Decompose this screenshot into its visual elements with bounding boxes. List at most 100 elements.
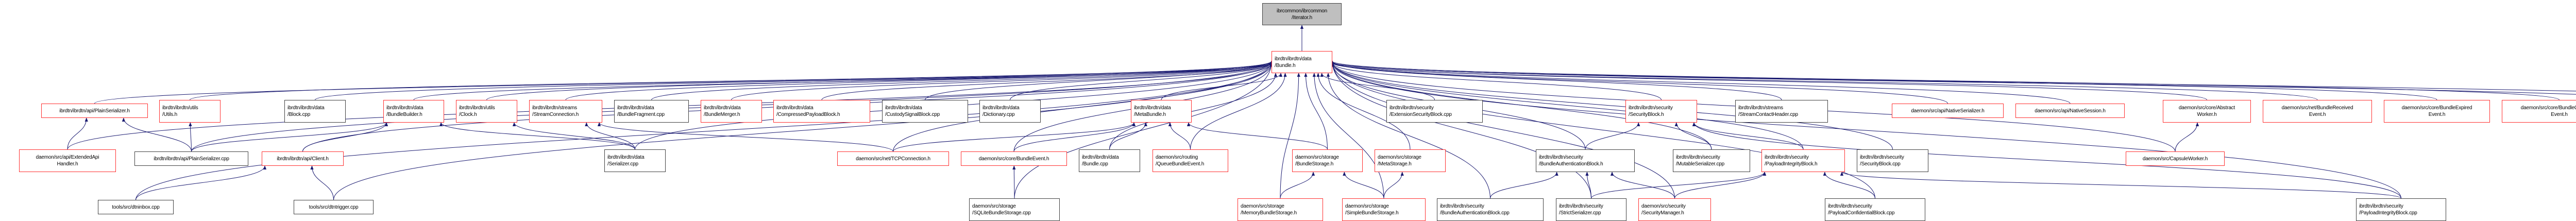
graph-node-bundle-cpp[interactable]: ibrdtn/ibrdtn/data /Bundle.cpp bbox=[1079, 149, 1140, 172]
graph-node-streamconn-h[interactable]: ibrdtn/ibrdtn/streams /StreamConnection.… bbox=[529, 100, 602, 123]
edge-extsec-cpp-to-bundle-h bbox=[1320, 73, 1435, 100]
graph-node-bundlestorage-h[interactable]: daemon/src/storage /BundleStorage.h bbox=[1292, 149, 1363, 172]
graph-node-strictser-cpp[interactable]: ibrdtn/ibrdtn/security /StrictSerializer… bbox=[1556, 198, 1626, 221]
graph-node-custody-cpp[interactable]: ibrdtn/ibrdtn/data /CustodySignalBlock.c… bbox=[882, 100, 968, 123]
edge-utils-h-to-bundle-h bbox=[190, 61, 1273, 100]
edge-simplestorage-h-to-metastorage-h bbox=[1383, 172, 1404, 199]
edge-bundleevent-h-to-metabundle-h bbox=[1013, 122, 1136, 152]
edge-clock-h-to-bundle-h bbox=[486, 60, 1273, 100]
graph-node-streamcontact-cpp[interactable]: ibrdtn/ibrdtn/streams /StreamContactHead… bbox=[1735, 100, 1828, 123]
edge-pib-h-to-bundle-h bbox=[1330, 61, 1804, 150]
edge-pib-cpp-to-secblock-h bbox=[1692, 122, 2401, 199]
edge-dtnconvert-cpp-to-bundle-h bbox=[1331, 62, 2576, 92]
graph-node-secmanager-h[interactable]: daemon/src/security /SecurityManager.h bbox=[1638, 198, 1711, 221]
edge-sqlite-cpp-to-bundle-h bbox=[1014, 61, 1274, 199]
graph-node-metastorage-h[interactable]: daemon/src/storage /MetaStorage.h bbox=[1375, 149, 1446, 172]
graph-node-nativeser-h[interactable]: daemon/src/api/NativeSerializer.h bbox=[1892, 104, 2004, 118]
edge-serializer-cpp-to-clock-h bbox=[512, 122, 635, 150]
graph-node-bundleevent-h[interactable]: daemon/src/core/BundleEvent.h bbox=[961, 151, 1067, 166]
graph-node-pib-h[interactable]: ibrdtn/ibrdtn/security /PayloadIntegrity… bbox=[1761, 149, 1845, 172]
edge-strictser-cpp-to-bundle-h bbox=[1330, 60, 1591, 199]
graph-node-bundle-h[interactable]: ibrdtn/ibrdtn/data /Bundle.h bbox=[1272, 51, 1332, 73]
edge-streamcontact-cpp-to-bundle-h bbox=[1330, 60, 1782, 100]
edge-plainser-cpp-to-utils-h bbox=[189, 122, 192, 152]
graph-node-block-cpp[interactable]: ibrdtn/ibrdtn/data /Block.cpp bbox=[284, 100, 346, 123]
edge-pib-cpp-to-bundle-h bbox=[1330, 62, 2401, 199]
graph-node-plainser-h[interactable]: ibrdtn/ibrdtn/api/PlainSerializer.h bbox=[41, 104, 148, 118]
edge-dictionary-cpp-to-bundle-h bbox=[1010, 61, 1274, 100]
graph-node-dtntrigger-cpp[interactable]: tools/src/dtntrigger.cpp bbox=[294, 200, 374, 214]
edge-extapi-h-to-plainser-h bbox=[67, 117, 88, 150]
graph-node-simplestorage-h[interactable]: daemon/src/storage /SimpleBundleStorage.… bbox=[1342, 198, 1426, 221]
graph-node-bab-h[interactable]: ibrdtn/ibrdtn/security /BundleAuthentica… bbox=[1536, 149, 1635, 172]
graph-node-secblock-h[interactable]: ibrdtn/ibrdtn/security /SecurityBlock.h bbox=[1625, 100, 1697, 123]
graph-node-secblock-cpp[interactable]: ibrdtn/ibrdtn/security /SecurityBlock.cp… bbox=[1857, 149, 1928, 172]
edge-serializer-cpp-to-bundlebuilder-h bbox=[439, 122, 635, 150]
edge-plainser-cpp-to-bundlebuilder-h bbox=[191, 122, 388, 152]
graph-node-serializer-cpp[interactable]: ibrdtn/ibrdtn/data /Serializer.cpp bbox=[604, 149, 666, 172]
graph-node-capsuleworker-h[interactable]: daemon/src/CapsuleWorker.h bbox=[2126, 151, 2225, 166]
edge-tcpconn-h-to-streamconn-h bbox=[597, 122, 893, 152]
edge-simplestorage-h-to-bundlestorage-h bbox=[1343, 172, 1384, 199]
edge-bundle-cpp-to-metabundle-h bbox=[1109, 122, 1148, 150]
graph-node-bundlereceived-h[interactable]: daemon/src/net/BundleReceived Event.h bbox=[2263, 100, 2372, 123]
graph-node-extapi-h[interactable]: daemon/src/api/ExtendedApi Handler.h bbox=[19, 149, 116, 172]
edge-block-cpp-to-bundle-h bbox=[315, 62, 1273, 100]
edge-bundlestorage-h-to-bundle-h bbox=[1304, 73, 1328, 150]
graph-node-abstractworker-h[interactable]: daemon/src/core/Abstract Worker.h bbox=[2163, 100, 2251, 123]
edge-dtninbox-cpp-to-bundle-h bbox=[135, 62, 1274, 200]
edge-bab-cpp-to-bundle-h bbox=[1326, 73, 1490, 199]
graph-node-tcpconn-h[interactable]: daemon/src/net/TCPConnection.h bbox=[837, 151, 949, 166]
graph-node-bundlebuilder-h[interactable]: ibrdtn/ibrdtn/data /BundleBuilder.h bbox=[383, 100, 444, 123]
graph-node-client-h[interactable]: ibrdtn/ibrdtn/api/Client.h bbox=[262, 151, 344, 166]
edge-dtntrigger-cpp-to-bundle-h bbox=[333, 60, 1274, 200]
edge-bundlemerger-h-to-bundle-h bbox=[731, 62, 1273, 100]
edge-secblock-cpp-to-bundle-h bbox=[1330, 61, 1893, 150]
graph-node-dictionary-cpp[interactable]: ibrdtn/ibrdtn/data /Dictionary.cpp bbox=[979, 100, 1041, 123]
graph-node-nativesess-h[interactable]: daemon/src/api/NativeSession.h bbox=[2015, 104, 2125, 118]
graph-node-iterator[interactable]: ibrcommon/ibrcommon /Iterator.h bbox=[1262, 3, 1342, 25]
graph-node-queuebundleevent-h[interactable]: daemon/src/routing /QueueBundleEvent.h bbox=[1153, 149, 1228, 172]
edge-abstractworker-h-to-bundle-h bbox=[1331, 62, 2207, 100]
edge-bundlefragment-cpp-to-bundle-h bbox=[651, 61, 1273, 100]
edge-mutableser-cpp-to-secblock-h bbox=[1674, 122, 1712, 150]
edge-queuebundleevent-h-to-metabundle-h bbox=[1168, 122, 1191, 150]
edge-secmanager-h-to-bundle-h bbox=[1330, 61, 1675, 199]
edge-plainser-cpp-to-plainser-h bbox=[122, 117, 192, 152]
edge-secblock-h-to-bundle-h bbox=[1330, 62, 1662, 100]
graph-node-bundlegenerated-h[interactable]: daemon/src/core/BundleGenerated Event.h bbox=[2502, 100, 2576, 123]
edge-secmanager-h-to-pib-h bbox=[1674, 172, 1767, 199]
edge-secmanager-h-to-bab-h bbox=[1610, 172, 1675, 199]
graph-node-sqlite-cpp[interactable]: daemon/src/storage /SQLiteBundleStorage.… bbox=[969, 198, 1060, 221]
edge-strictser-cpp-to-pib-h bbox=[1591, 172, 1767, 199]
edge-pib-h-to-secblock-h bbox=[1692, 122, 1804, 150]
graph-node-compressed-h[interactable]: ibrdtn/ibrdtn/data /CompressedPayloadBlo… bbox=[773, 100, 870, 123]
graph-node-memorystorage-h[interactable]: daemon/src/storage /MemoryBundleStorage.… bbox=[1238, 198, 1323, 221]
edge-streamconn-h-to-bundle-h bbox=[565, 61, 1273, 100]
edge-compressed-h-to-bundle-h bbox=[821, 62, 1274, 100]
graph-node-bundlemerger-h[interactable]: ibrdtn/ibrdtn/data /BundleMerger.h bbox=[701, 100, 762, 123]
graph-node-pib-cpp[interactable]: ibrdtn/ibrdtn/security /PayloadIntegrity… bbox=[2356, 198, 2446, 221]
edge-nativeser-h-to-bundle-h bbox=[1331, 61, 1948, 104]
graph-node-bab-cpp[interactable]: ibrdtn/ibrdtn/security /BundleAuthentica… bbox=[1437, 198, 1544, 221]
edge-bundle-cpp-to-bundle-h bbox=[1109, 73, 1278, 150]
graph-node-pcb-cpp[interactable]: ibrdtn/ibrdtn/security /PayloadConfident… bbox=[1825, 198, 1925, 221]
graph-node-extsec-cpp[interactable]: ibrdtn/ibrdtn/security /ExtensionSecurit… bbox=[1386, 100, 1483, 123]
edge-capsuleworker-h-to-abstractworker-h bbox=[2175, 122, 2199, 152]
graph-node-dtninbox-cpp[interactable]: tools/src/dtninbox.cpp bbox=[98, 200, 174, 214]
graph-node-clock-h[interactable]: ibrdtn/ibrdtn/utils /Clock.h bbox=[456, 100, 517, 123]
edge-tcpconn-h-to-metabundle-h bbox=[893, 122, 1136, 152]
graph-node-mutableser-cpp[interactable]: ibrdtn/ibrdtn/security /MutableSerialize… bbox=[1673, 149, 1750, 172]
graph-node-bundlefragment-cpp[interactable]: ibrdtn/ibrdtn/data /BundleFragment.cpp bbox=[614, 100, 689, 123]
graph-node-plainser-cpp[interactable]: ibrdtn/ibrdtn/api/PlainSerializer.cpp bbox=[134, 151, 248, 166]
graph-node-utils-h[interactable]: ibrdtn/ibrdtn/utils /Utils.h bbox=[159, 100, 221, 123]
edge-memorystorage-h-to-bundle-h bbox=[1280, 73, 1300, 199]
edge-strictser-cpp-to-bab-h bbox=[1585, 172, 1591, 199]
edge-serializer-cpp-to-streamconn-h bbox=[585, 122, 635, 150]
edge-queuebundleevent-h-to-bundle-h bbox=[1190, 73, 1287, 150]
graph-node-bundleexpired-h[interactable]: daemon/src/core/BundleExpired Event.h bbox=[2384, 100, 2490, 123]
edge-dtninbox-cpp-to-client-h bbox=[135, 165, 267, 200]
edge-client-h-to-bundlebuilder-h bbox=[302, 122, 388, 152]
edge-pib-cpp-to-pib-h bbox=[1840, 172, 2401, 199]
graph-node-metabundle-h[interactable]: ibrdtn/ibrdtn/data /MetaBundle.h bbox=[1131, 100, 1192, 123]
